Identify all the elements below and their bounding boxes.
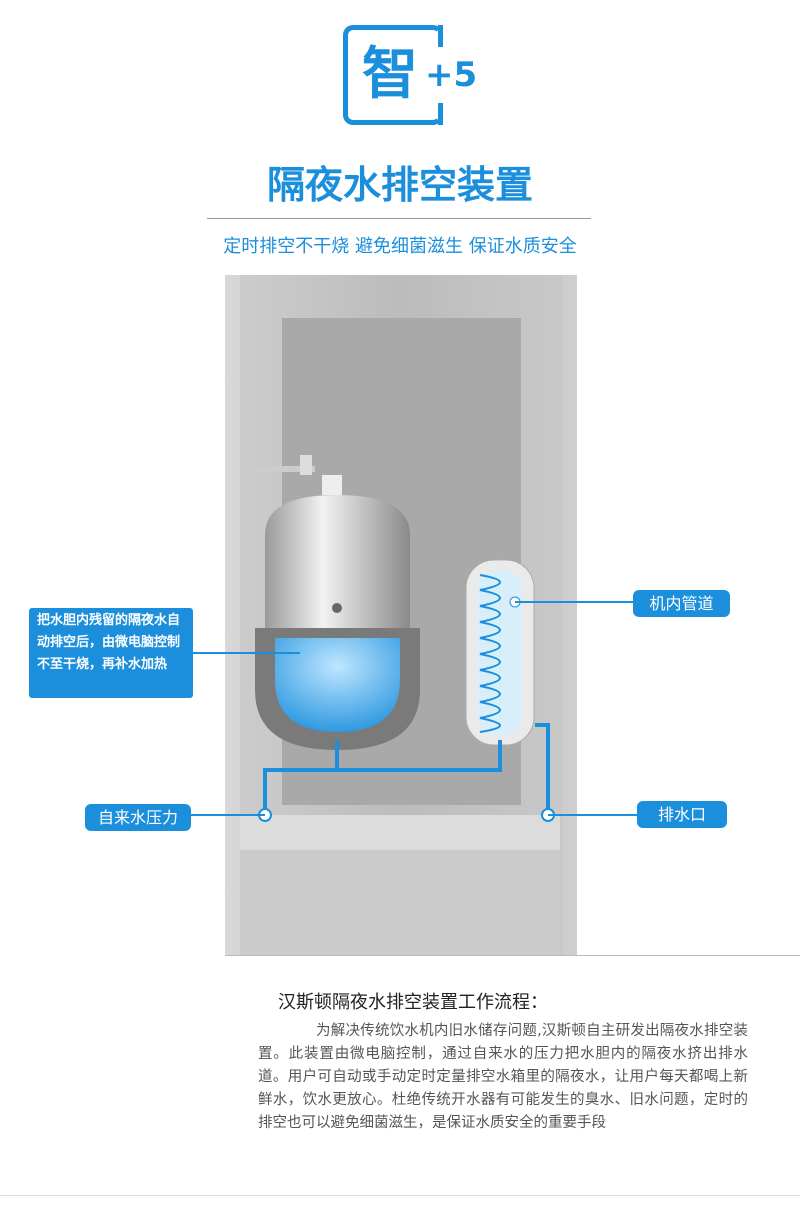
divider — [225, 955, 800, 956]
label-drain: 排水口 — [637, 801, 727, 828]
divider — [207, 218, 591, 219]
flow-title: 汉斯顿隔夜水排空装置工作流程： — [278, 992, 548, 1013]
label-internal-pipe: 机内管道 — [633, 590, 730, 617]
divider — [0, 1195, 800, 1196]
logo-char: 智 — [362, 42, 418, 107]
internal-pipe — [465, 559, 535, 746]
logo-frame-edge — [438, 103, 443, 125]
shelf — [240, 815, 560, 850]
water-lines — [263, 723, 550, 815]
machine-diagram — [190, 275, 637, 955]
label-inlet-pressure: 自来水压力 — [85, 804, 191, 831]
logo-plus: +5 — [425, 55, 478, 95]
water-tank — [255, 455, 420, 750]
subtitle: 定时排空不干烧 避免细菌滋生 保证水质安全 — [223, 236, 577, 257]
logo-frame — [343, 25, 443, 125]
page-title: 隔夜水排空装置 — [266, 163, 533, 207]
logo-frame-edge — [438, 25, 443, 47]
flow-body: 为解决传统饮水机内旧水储存问题,汉斯顿自主研发出隔夜水排空装置。此装置由微电脑控… — [258, 1023, 748, 1131]
tank-callout: 把水胆内残留的隔夜水自动排空后，由微电脑控制不至干烧，再补水加热 — [29, 608, 193, 698]
